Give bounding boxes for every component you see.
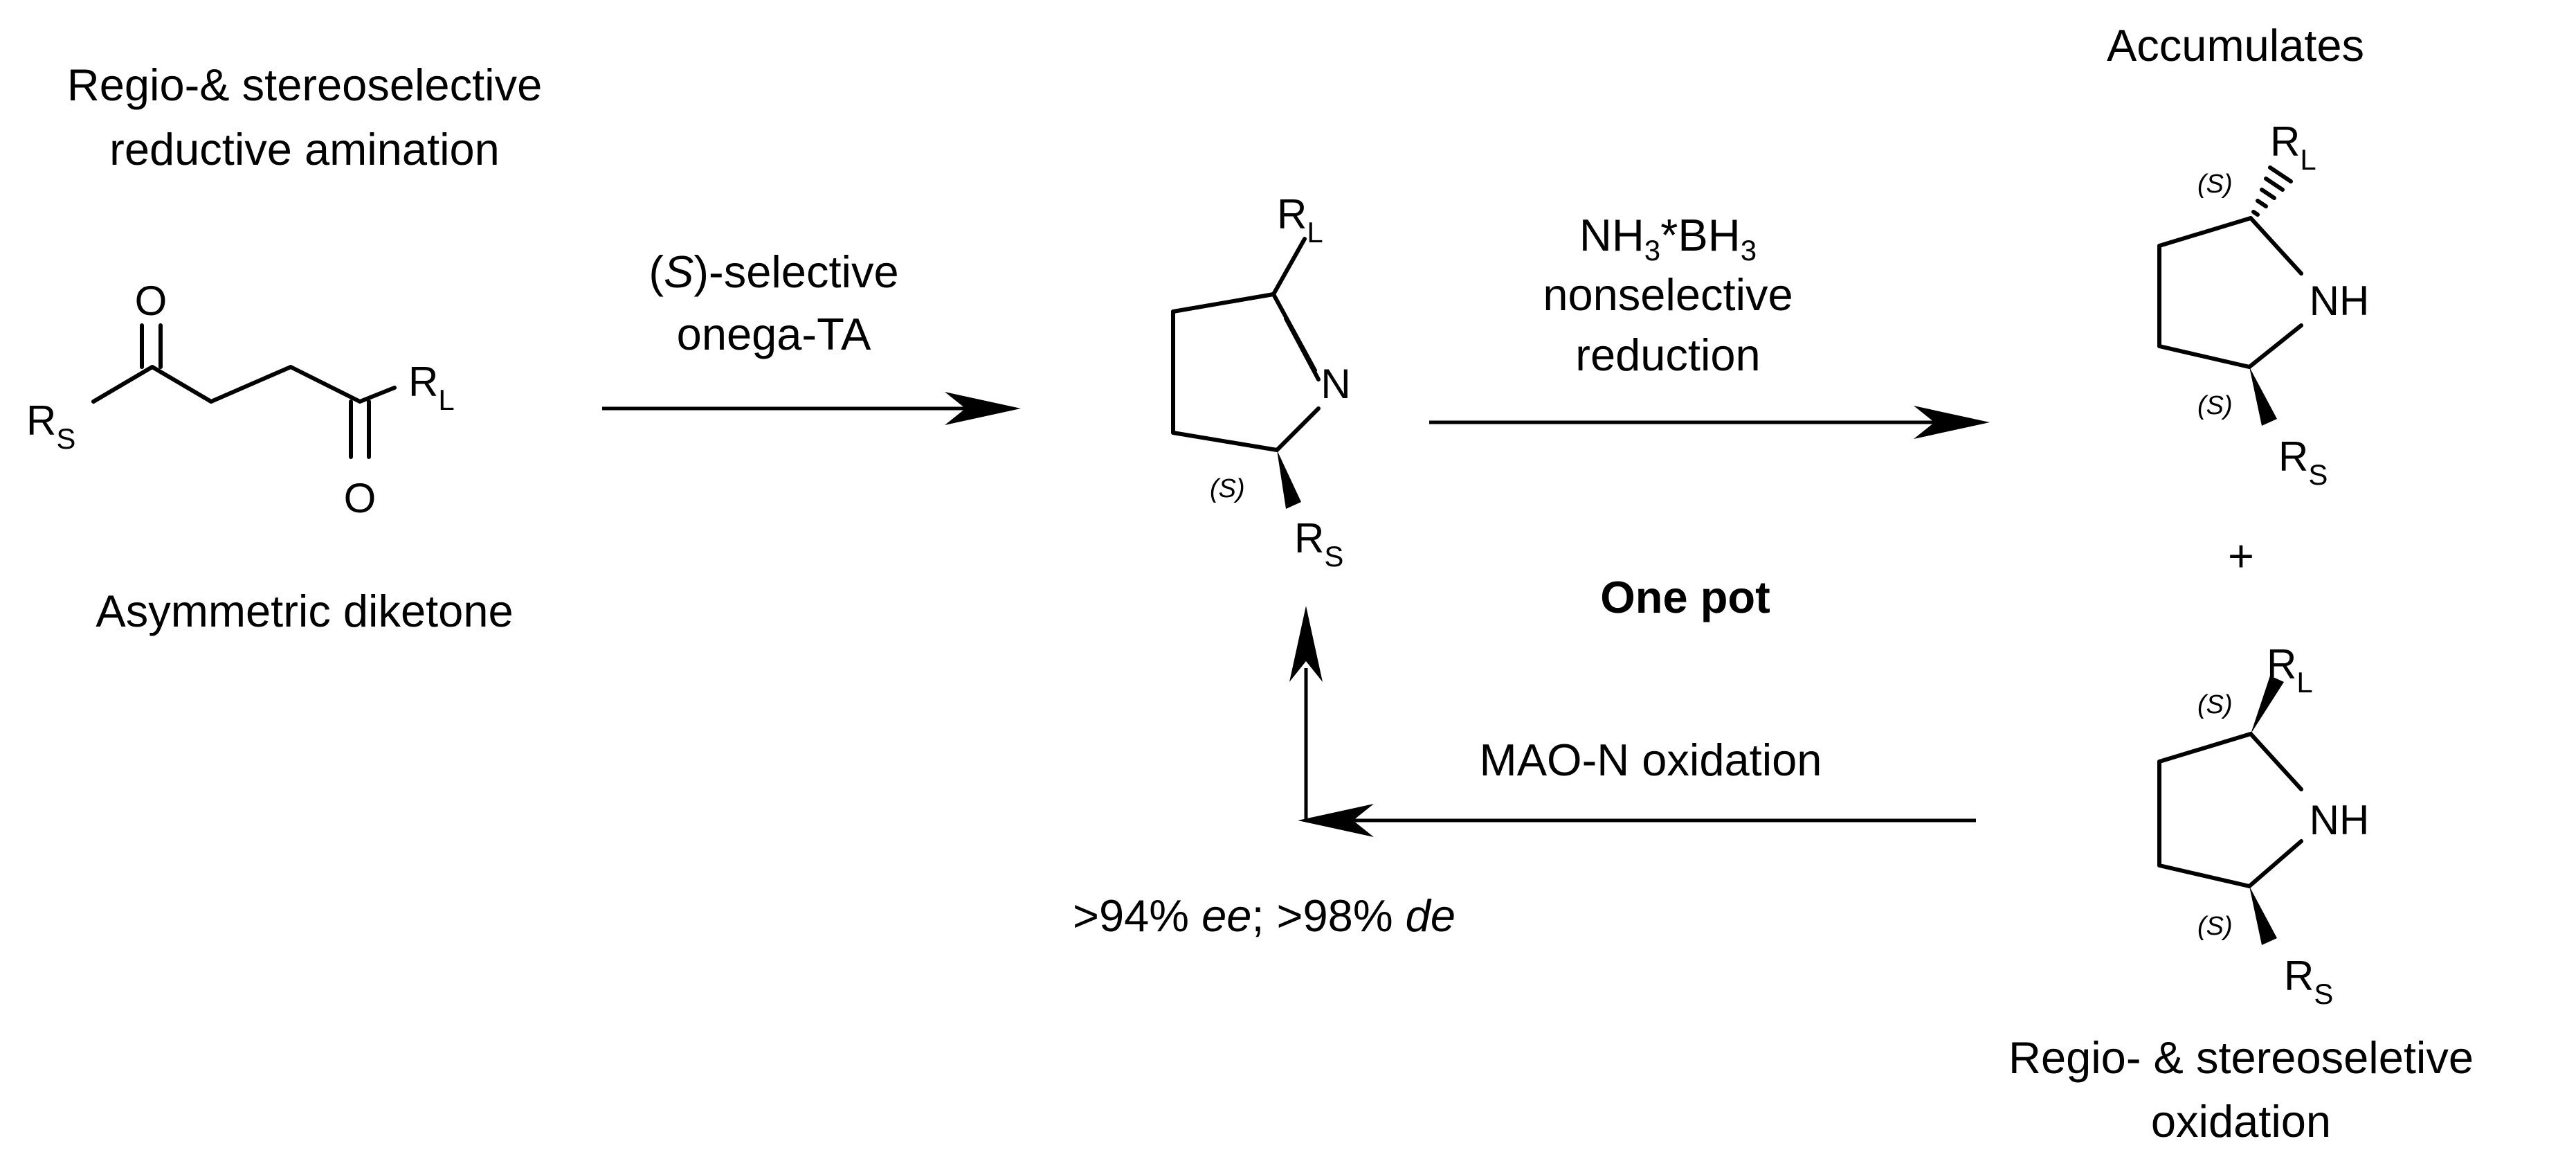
mao-oxidation-label: MAO-N oxidation <box>1480 735 1822 785</box>
selectivity-label: >94% ee; >98% de <box>1073 890 1455 941</box>
trans-pyrrolidine-structure: NH RL RS (S) (S) <box>2157 118 2370 491</box>
one-pot-label: One pot <box>1600 572 1770 622</box>
reduction-reagent-line2: nonselective <box>1543 269 1793 320</box>
left-heading-line1: Regio-& stereoselective <box>67 60 542 110</box>
stereo-label-cis-2: (S) <box>2197 912 2233 941</box>
left-heading-line2: reductive amination <box>109 124 500 174</box>
right-bottom-line1: Regio- & stereoseletive <box>2008 1032 2474 1083</box>
cis-nh-group: NH <box>2310 797 2370 843</box>
stereo-label-trans-2: (S) <box>2197 391 2233 420</box>
rl-group-pyrroline: RL <box>1277 191 1323 249</box>
diketone-chain-bond <box>91 365 397 404</box>
pyrroline-nc-bond <box>1275 406 1321 452</box>
trans-cn-bond-1 <box>2249 216 2303 276</box>
oxygen-atom-2: O <box>344 475 377 521</box>
rl-group-diketone: RL <box>408 359 455 416</box>
diketone-label: Asymmetric diketone <box>96 586 513 636</box>
stereo-label-trans-1: (S) <box>2197 170 2233 199</box>
cis-cn-bond-1 <box>2249 732 2303 791</box>
trans-wedge-bond <box>2249 367 2277 426</box>
rs-group-cis: RS <box>2284 953 2333 1010</box>
ta-reagent-line1: (S)-selective <box>648 246 898 297</box>
pyrroline-ring-bond <box>1171 292 1279 452</box>
rs-group-trans: RS <box>2278 433 2328 491</box>
oxidation-return-arrow <box>1289 606 1976 837</box>
rl-group-cis: RL <box>2267 641 2313 699</box>
stereo-label-cis-1: (S) <box>2197 690 2233 719</box>
reduction-arrow <box>1429 406 1990 439</box>
stereo-label-pyrroline: (S) <box>1210 474 1245 503</box>
cis-wedge-bond-top <box>2251 676 2284 734</box>
right-bottom-line2: oxidation <box>2151 1096 2331 1147</box>
transamination-arrow <box>602 392 1021 425</box>
reduction-reagent-line3: reduction <box>1575 330 1760 380</box>
pyrroline-nitrogen: N <box>1321 361 1350 407</box>
plus-sign: + <box>2228 530 2254 581</box>
cis-pyrrolidine-structure: NH RL RS (S) (S) <box>2157 641 2370 1010</box>
oxygen-atom-1: O <box>135 278 167 324</box>
rs-group-pyrroline: RS <box>1294 515 1343 573</box>
ta-reagent-line2: onega-TA <box>677 309 871 359</box>
pyrroline-wedge-bond <box>1277 450 1301 509</box>
pyrroline-rl-bond <box>1271 237 1307 296</box>
pyrroline-structure: N RL RS (S) <box>1171 191 1351 573</box>
trans-ring-bond <box>2157 216 2253 369</box>
cis-ring-bond <box>2157 732 2253 888</box>
trans-nh-group: NH <box>2310 278 2370 324</box>
cis-cn-bond-2 <box>2247 839 2303 888</box>
reduction-reagent-line1: NH3*BH3 <box>1579 210 1757 267</box>
pyrroline-cn-double-inner <box>1284 316 1321 381</box>
rl-group-trans: RL <box>2270 118 2316 176</box>
cis-wedge-bond-bottom <box>2249 886 2277 945</box>
trans-hashed-bond <box>2251 165 2293 217</box>
trans-cn-bond-2 <box>2247 323 2303 369</box>
diketone-structure: O O RS RL <box>26 278 455 521</box>
accumulates-label: Accumulates <box>2107 20 2364 71</box>
rs-group-diketone: RS <box>26 397 75 455</box>
